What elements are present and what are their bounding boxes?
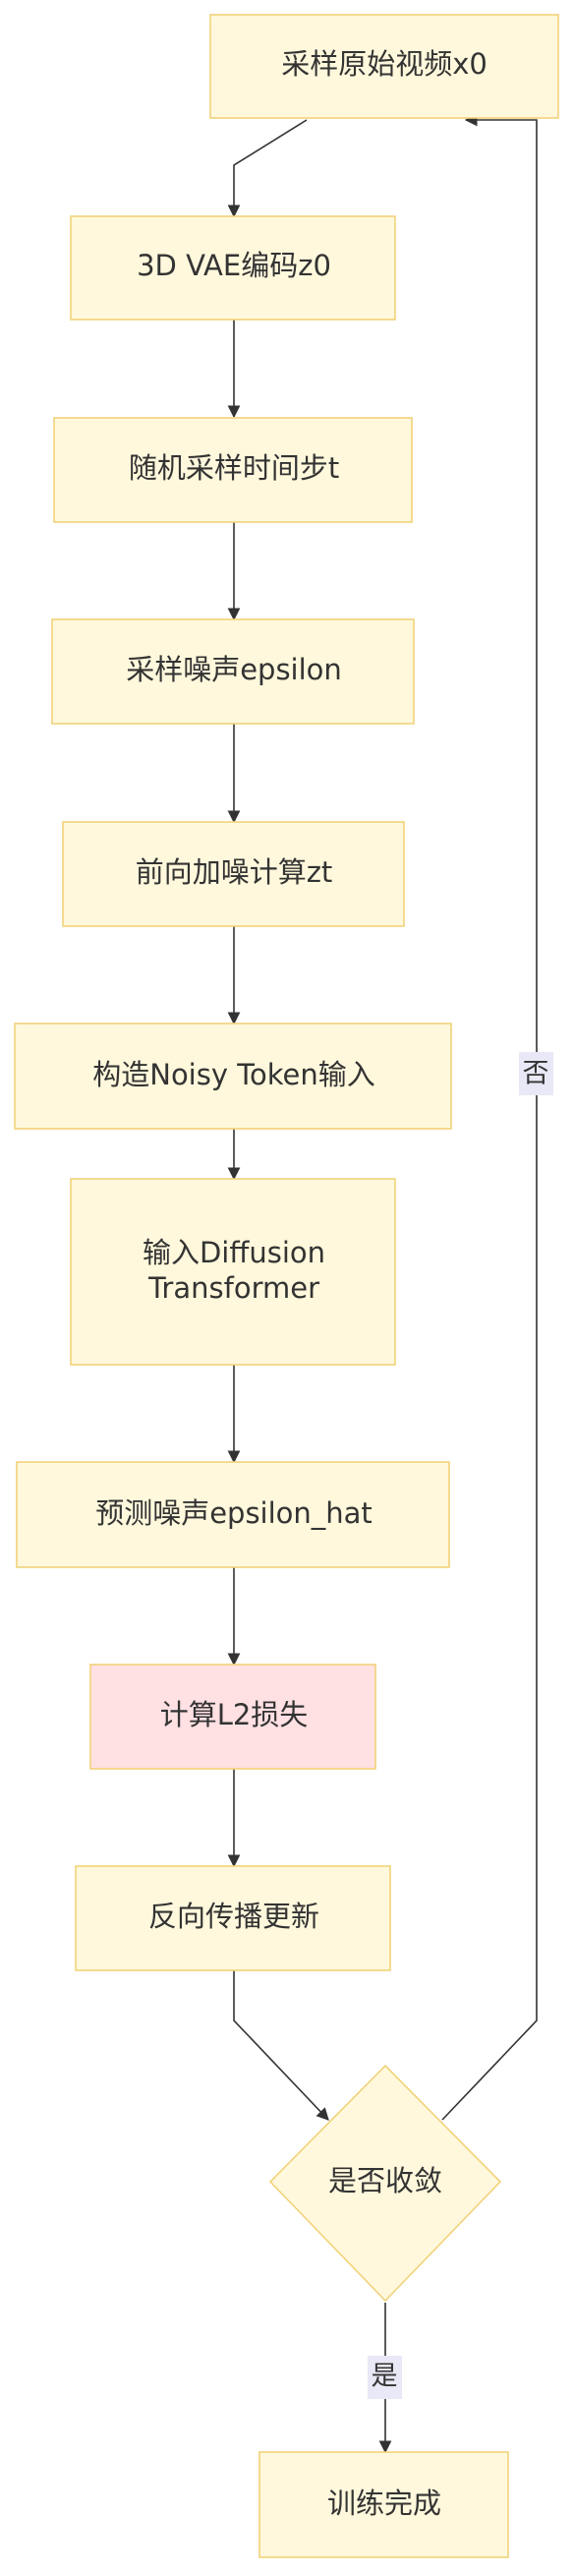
node-l2-loss: 计算L2损失 bbox=[89, 1664, 376, 1770]
node-sample-video-box bbox=[209, 14, 559, 119]
node-predict-noise-box bbox=[16, 1461, 450, 1568]
edge-label-no: 否 bbox=[519, 1052, 553, 1095]
node-noisy-token: 构造Noisy Token输入 bbox=[14, 1023, 452, 1130]
node-backprop-box bbox=[75, 1865, 391, 1971]
node-predict-noise: 预测噪声epsilon_hat bbox=[16, 1461, 450, 1568]
node-backprop-label: 反向传播更新 bbox=[148, 1900, 319, 1933]
node-training-done: 训练完成 bbox=[258, 2451, 509, 2558]
node-sample-timestep-box bbox=[53, 417, 413, 523]
node-forward-noise-box bbox=[62, 821, 405, 927]
node-sample-video-label: 采样原始视频x0 bbox=[281, 47, 488, 81]
edge-backprop-to-converged bbox=[233, 1970, 329, 2121]
node-backprop: 反向传播更新 bbox=[75, 1865, 391, 1971]
edge-label-yes: 是 bbox=[368, 2356, 402, 2399]
node-predict-noise-label: 预测噪声epsilon_hat bbox=[95, 1496, 373, 1530]
node-vae-encode-box bbox=[70, 215, 396, 321]
node-vae-encode-label: 3D VAE编码z0 bbox=[137, 249, 331, 282]
edge-sample-video-to-vae bbox=[227, 119, 308, 218]
node-vae-encode: 3D VAE编码z0 bbox=[70, 215, 396, 321]
node-training-done-label: 训练完成 bbox=[327, 2487, 441, 2520]
node-sample-noise-label: 采样噪声epsilon bbox=[126, 653, 342, 686]
node-diffusion-transformer-box bbox=[70, 1178, 396, 1366]
node-diffusion-transformer: 输入Diffusion Transformer bbox=[70, 1178, 396, 1366]
edge-label-no-bg bbox=[519, 1052, 553, 1095]
node-sample-noise-box bbox=[51, 618, 415, 725]
edge-label-yes-bg bbox=[368, 2356, 402, 2399]
node-forward-noise-label: 前向加噪计算zt bbox=[136, 855, 333, 889]
edge-label-yes-text: 是 bbox=[372, 2362, 398, 2392]
node-diffusion-transformer-label-line1: 输入Diffusion bbox=[143, 1236, 325, 1269]
node-diffusion-transformer-label-line2: Transformer bbox=[147, 1271, 319, 1305]
node-training-done-box bbox=[258, 2451, 509, 2558]
node-sample-timestep-label: 随机采样时间步t bbox=[129, 451, 339, 485]
node-converged-label: 是否收敛 bbox=[328, 2164, 442, 2197]
node-l2-loss-box bbox=[89, 1664, 376, 1770]
node-l2-loss-label: 计算L2损失 bbox=[160, 1698, 309, 1731]
edge-converged-no-loop bbox=[441, 113, 538, 2121]
node-sample-video: 采样原始视频x0 bbox=[209, 14, 559, 119]
node-sample-timestep: 随机采样时间步t bbox=[53, 417, 413, 523]
node-converged-diamond bbox=[268, 2064, 502, 2303]
node-sample-noise: 采样噪声epsilon bbox=[51, 618, 415, 725]
node-noisy-token-box bbox=[14, 1023, 452, 1130]
node-noisy-token-label: 构造Noisy Token输入 bbox=[92, 1058, 375, 1091]
node-converged-decision: 是否收敛 bbox=[268, 2064, 502, 2303]
node-forward-noise: 前向加噪计算zt bbox=[62, 821, 405, 927]
edge-label-no-text: 否 bbox=[523, 1059, 549, 1089]
